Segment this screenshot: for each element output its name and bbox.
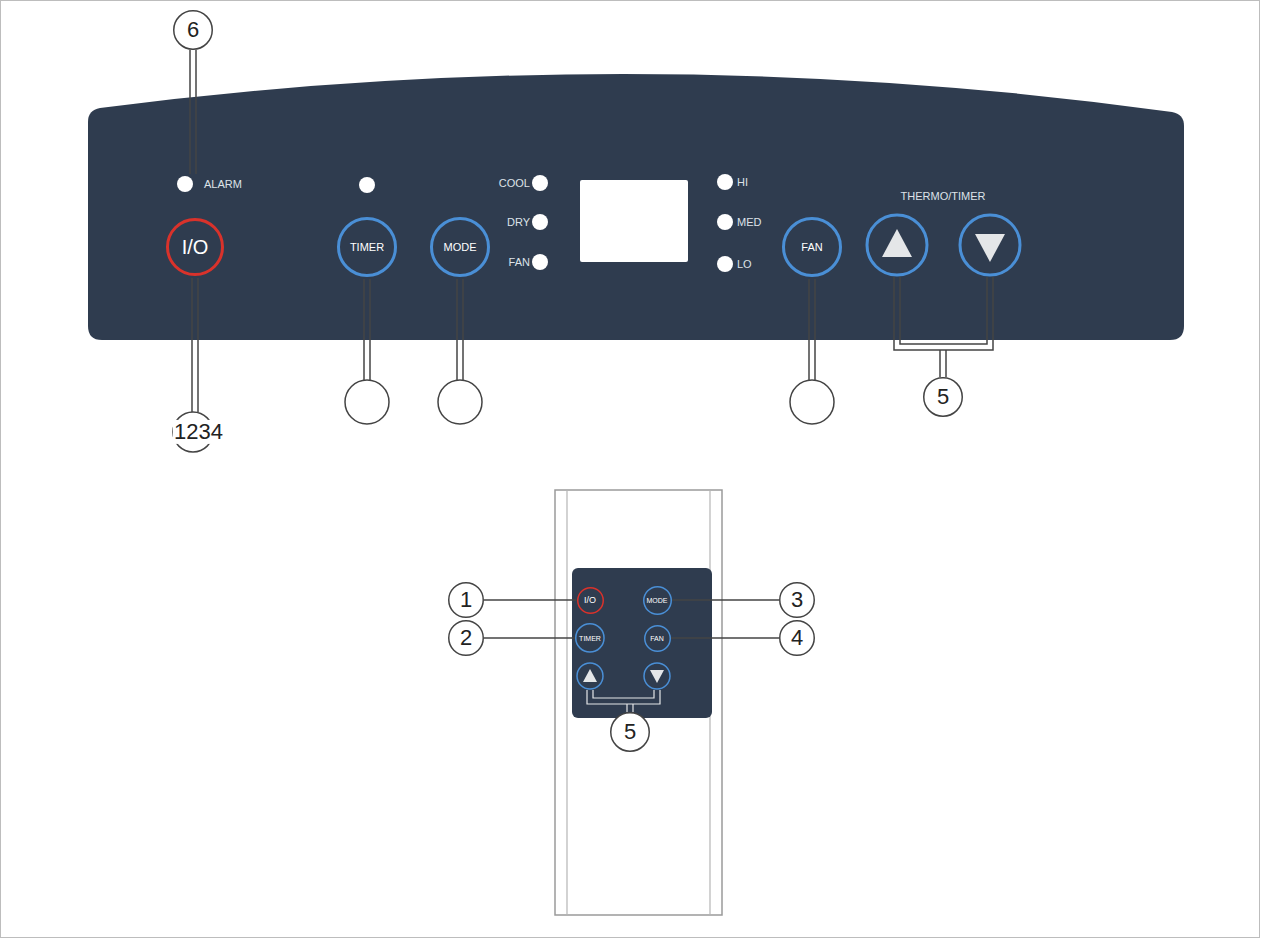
panel-button: MODE xyxy=(430,217,490,277)
callout-number: 1234 xyxy=(173,420,224,444)
button-circle xyxy=(643,586,671,614)
callout-number: 1 xyxy=(448,582,484,618)
button-circle xyxy=(611,713,650,752)
display-window xyxy=(580,180,688,262)
leader-line xyxy=(484,637,575,639)
callout-text: 4 xyxy=(791,627,803,649)
leader-line xyxy=(484,599,577,601)
callout-number: 3 xyxy=(779,582,815,618)
panel-button: TIMER xyxy=(337,217,397,277)
button-circle xyxy=(432,219,489,276)
panel-label: THERMO/TIMER xyxy=(901,190,986,202)
panel-label: HI xyxy=(737,176,748,188)
button-circle xyxy=(780,621,815,656)
callout-number: 5 xyxy=(610,712,650,752)
button-text: FAN xyxy=(650,635,664,642)
power-button: I/O xyxy=(166,218,224,276)
remote-control xyxy=(555,490,722,915)
control-panel xyxy=(88,74,1184,340)
callout-number: 4 xyxy=(779,620,815,656)
button-circle xyxy=(339,219,396,276)
button-circle xyxy=(174,11,213,50)
callout-text: 5 xyxy=(624,721,636,743)
arrow-buttons xyxy=(867,215,1020,275)
button-text: TIMER xyxy=(350,242,384,253)
leader-line xyxy=(672,599,780,601)
empty-callouts xyxy=(173,380,834,452)
button-text: I/O xyxy=(182,237,209,257)
panel-button: FAN xyxy=(782,217,842,277)
callout-text: 3 xyxy=(791,589,803,611)
panel-label: LO xyxy=(737,258,752,270)
button-text: MODE xyxy=(647,597,668,604)
leader-line xyxy=(671,637,780,639)
button-text: FAN xyxy=(801,242,822,253)
button-circle xyxy=(576,624,604,652)
callout-text: 6 xyxy=(187,19,199,41)
button-circle xyxy=(449,621,484,656)
callout-text: 2 xyxy=(460,627,472,649)
button-circle xyxy=(780,583,815,618)
button-circle xyxy=(924,378,963,417)
button-circle xyxy=(784,219,841,276)
button-circle xyxy=(577,587,603,613)
callout-number: 2 xyxy=(448,620,484,656)
remote-button: MODE xyxy=(643,586,672,615)
remote-power-button: I/O xyxy=(577,587,604,614)
callout-text: 5 xyxy=(937,386,949,408)
button-text: I/O xyxy=(584,596,596,605)
button-text: TIMER xyxy=(579,635,601,642)
button-circle xyxy=(449,583,484,618)
remote-button: TIMER xyxy=(575,623,605,653)
callout-number: 6 xyxy=(173,10,213,50)
panel-label: DRY xyxy=(507,216,530,228)
leader-lines xyxy=(190,50,993,412)
panel-label: MED xyxy=(737,216,761,228)
panel-label: FAN xyxy=(509,256,530,268)
button-circle xyxy=(644,625,670,651)
panel-label: COOL xyxy=(499,177,530,189)
callout-number: 5 xyxy=(923,377,963,417)
button-circle xyxy=(168,220,223,275)
button-text: MODE xyxy=(444,242,477,253)
panel-label: ALARM xyxy=(204,178,242,190)
callout-text: 1 xyxy=(460,589,472,611)
remote-button: FAN xyxy=(644,625,671,652)
